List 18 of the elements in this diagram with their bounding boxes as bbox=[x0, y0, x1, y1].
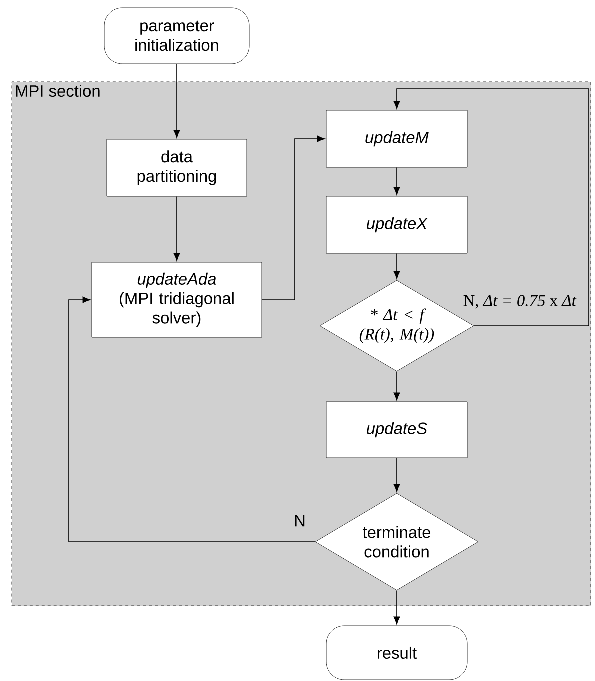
process-box: updateAda (MPI tridiagonal solver) bbox=[92, 262, 262, 338]
process-box: updateX bbox=[326, 196, 468, 254]
process-box: data partitioning bbox=[106, 139, 248, 197]
arrow bbox=[394, 458, 400, 492]
arrow bbox=[262, 136, 326, 300]
arrow bbox=[394, 253, 400, 280]
arrow bbox=[68, 296, 316, 542]
arrow bbox=[394, 371, 400, 401]
process-box: updateS bbox=[326, 402, 468, 458]
edge-label: N bbox=[293, 514, 307, 528]
arrow bbox=[394, 167, 400, 196]
terminal-box: result bbox=[326, 626, 468, 680]
arrow bbox=[174, 196, 180, 262]
terminal-box: parameter initialization bbox=[104, 8, 250, 64]
arrow bbox=[394, 590, 400, 625]
arrow bbox=[394, 88, 590, 326]
process-box: updateM bbox=[326, 110, 468, 168]
arrow bbox=[174, 64, 180, 138]
